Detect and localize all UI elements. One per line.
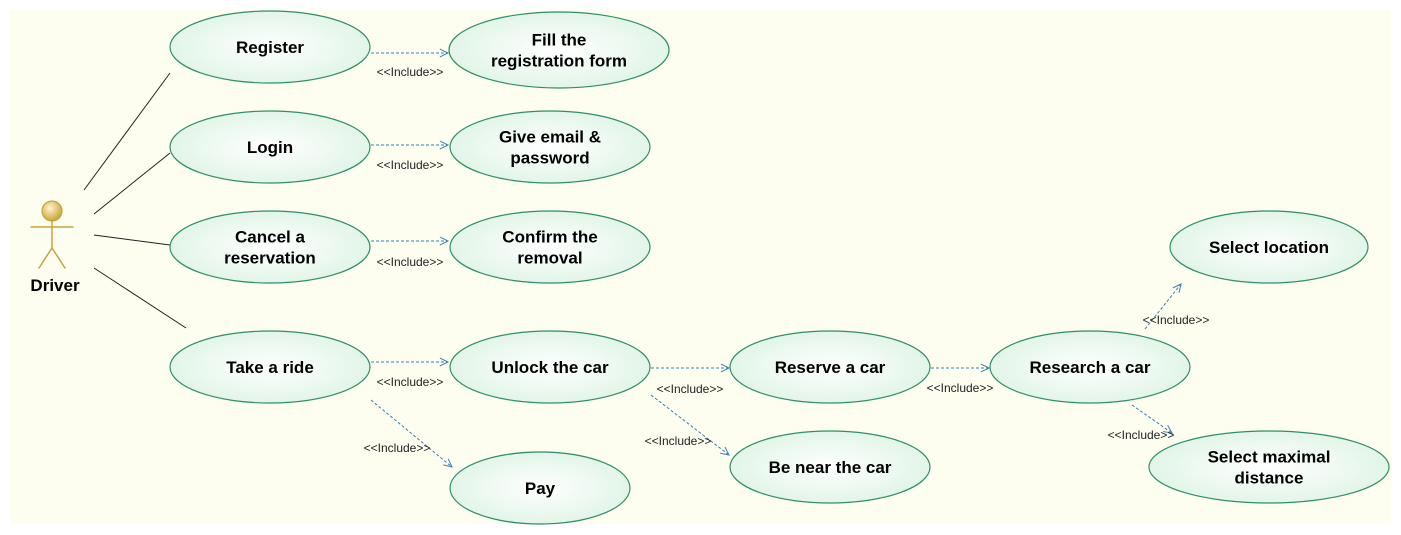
include-line xyxy=(1131,404,1173,434)
include-research-to-select-location: <<Include>> xyxy=(1143,283,1210,330)
use-case-label: Give email & xyxy=(499,128,601,147)
use-case-research[interactable]: Research a car xyxy=(989,330,1191,404)
use-case-ellipse[interactable] xyxy=(448,11,670,89)
include-label: <<Include>> xyxy=(364,441,431,455)
use-case-ellipse[interactable] xyxy=(449,110,651,184)
include-unlock-to-reserve: <<Include>> xyxy=(651,363,731,396)
use-case-label: reservation xyxy=(224,249,316,268)
use-case-ellipse[interactable] xyxy=(169,10,371,84)
actor-right-leg xyxy=(51,247,66,269)
use-case-ellipse[interactable] xyxy=(169,110,371,184)
use-case-confirm-removal[interactable]: Confirm the removal xyxy=(449,210,651,284)
use-case-label: removal xyxy=(517,249,582,268)
use-case-ellipse[interactable] xyxy=(449,210,651,284)
include-login-to-give-email: <<Include>> xyxy=(371,140,450,172)
use-case-label: Research a car xyxy=(1030,358,1151,377)
use-case-label: Be near the car xyxy=(769,458,892,477)
include-arrowhead xyxy=(1172,283,1182,293)
use-case-label: Fill the xyxy=(532,31,587,50)
use-case-label: registration form xyxy=(491,52,627,71)
association-line-take-ride xyxy=(93,267,187,329)
use-case-label: Register xyxy=(236,38,304,57)
use-case-label: password xyxy=(510,149,589,168)
use-case-label: Select maximal xyxy=(1208,448,1331,467)
include-label: <<Include>> xyxy=(377,255,444,269)
use-case-label: Reserve a car xyxy=(775,358,886,377)
use-case-select-location[interactable]: Select location xyxy=(1169,210,1369,284)
use-case-select-distance[interactable]: Select maximal distance xyxy=(1148,430,1390,504)
include-arrowhead xyxy=(439,357,450,367)
use-case-fill-form[interactable]: Fill the registration form xyxy=(448,11,670,89)
use-case-take-ride[interactable]: Take a ride xyxy=(169,330,371,404)
include-line xyxy=(370,399,453,468)
use-case-ellipse[interactable] xyxy=(1169,210,1369,284)
association-line-cancel xyxy=(93,234,171,246)
include-label: <<Include>> xyxy=(645,434,712,448)
use-case-label: Take a ride xyxy=(226,358,314,377)
use-case-register[interactable]: Register xyxy=(169,10,371,84)
include-label: <<Include>> xyxy=(1143,313,1210,327)
include-arrowhead xyxy=(1163,424,1173,434)
include-arrowhead xyxy=(720,446,730,456)
include-label: <<Include>> xyxy=(1108,428,1175,442)
use-case-ellipse[interactable] xyxy=(449,330,651,404)
include-label: <<Include>> xyxy=(377,65,444,79)
use-case-ellipse[interactable] xyxy=(1148,430,1390,504)
use-case-reserve[interactable]: Reserve a car xyxy=(729,330,931,404)
use-case-label: Login xyxy=(247,138,293,157)
use-case-ellipse[interactable] xyxy=(729,430,931,504)
use-case-label: Cancel a xyxy=(235,228,305,247)
use-case-ellipse[interactable] xyxy=(169,330,371,404)
include-label: <<Include>> xyxy=(657,382,724,396)
use-case-login[interactable]: Login xyxy=(169,110,371,184)
association-line-register xyxy=(83,72,171,191)
include-unlock-to-near-car: <<Include>> xyxy=(645,394,730,456)
use-case-near-car[interactable]: Be near the car xyxy=(729,430,931,504)
include-arrowhead xyxy=(980,363,991,373)
include-reserve-to-research: <<Include>> xyxy=(927,363,994,395)
use-case-label: Unlock the car xyxy=(491,358,609,377)
use-case-label: Select location xyxy=(1209,238,1329,257)
include-research-to-select-distance: <<Include>> xyxy=(1108,404,1175,442)
include-label: <<Include>> xyxy=(377,375,444,389)
use-case-ellipse[interactable] xyxy=(729,330,931,404)
include-arrowhead xyxy=(443,458,453,468)
use-case-unlock[interactable]: Unlock the car xyxy=(449,330,651,404)
use-case-ellipse[interactable] xyxy=(449,451,631,525)
include-register-to-fill-form: <<Include>> xyxy=(371,48,450,79)
include-arrowhead xyxy=(439,140,450,150)
use-case-label: Confirm the xyxy=(502,228,597,247)
include-cancel-to-confirm-removal: <<Include>> xyxy=(371,236,450,269)
association-line-login xyxy=(93,152,171,215)
include-arrowhead xyxy=(439,236,450,246)
use-case-cancel[interactable]: Cancel a reservation xyxy=(169,210,371,284)
actor-head-icon xyxy=(41,200,63,222)
include-arrowhead xyxy=(439,48,450,58)
include-take-ride-to-pay: <<Include>> xyxy=(364,399,453,468)
actor-driver[interactable]: Driver xyxy=(30,200,80,295)
include-take-ride-to-unlock: <<Include>> xyxy=(371,357,450,389)
actor-label: Driver xyxy=(30,276,80,295)
use-case-label: Pay xyxy=(525,479,556,498)
use-case-label: distance xyxy=(1235,469,1304,488)
include-label: <<Include>> xyxy=(927,381,994,395)
actor-left-leg xyxy=(38,247,53,269)
use-case-pay[interactable]: Pay xyxy=(449,451,631,525)
include-line xyxy=(650,394,730,456)
include-arrowhead xyxy=(720,363,731,373)
use-case-ellipse[interactable] xyxy=(169,210,371,284)
use-case-ellipse[interactable] xyxy=(989,330,1191,404)
use-case-give-email[interactable]: Give email & password xyxy=(449,110,651,184)
include-label: <<Include>> xyxy=(377,158,444,172)
